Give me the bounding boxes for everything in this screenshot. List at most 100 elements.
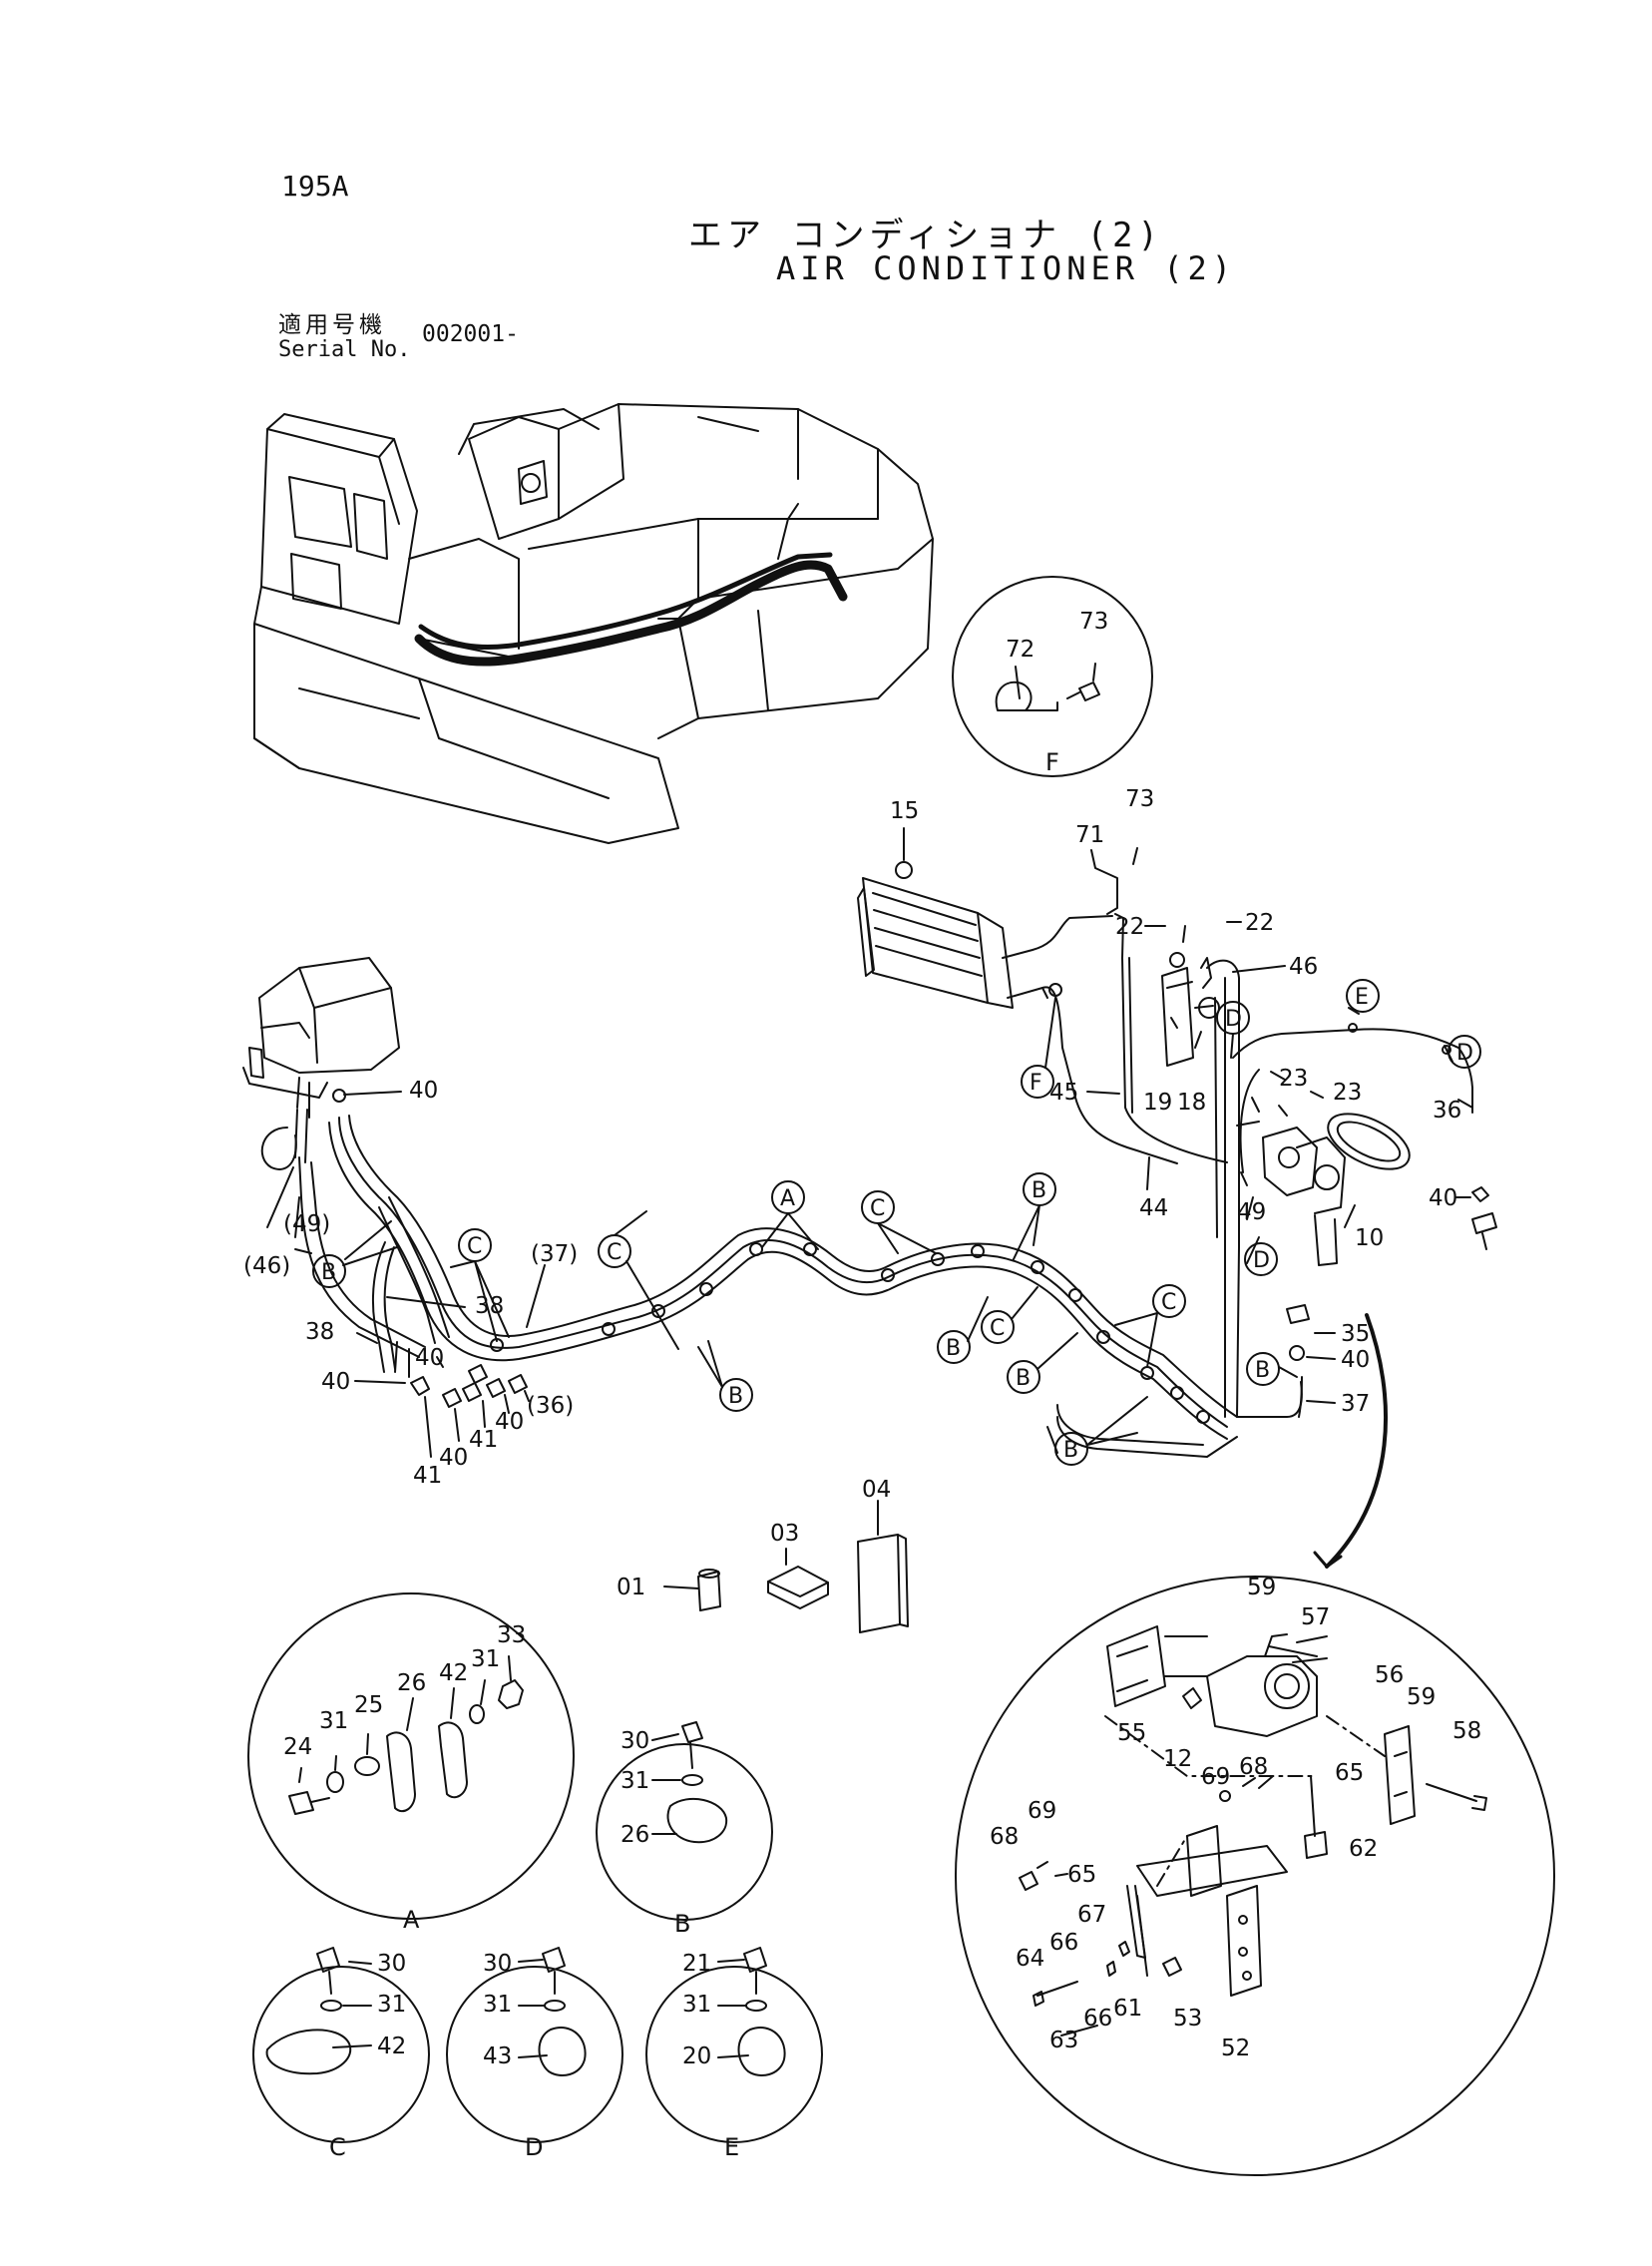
- bolt-22-left: [1182, 925, 1186, 943]
- detail-b-label-26: 26: [620, 1822, 649, 1848]
- callouts: F E D D D B A C B C C B C B B C B B: [294, 979, 1481, 1466]
- detail-f: 72 73 F: [952, 576, 1153, 777]
- callout-f-text: F: [1030, 1071, 1042, 1096]
- detail-a-label-26: 26: [397, 1670, 426, 1696]
- label-22-right: 22: [1245, 910, 1274, 936]
- callout-b-right: [1246, 1352, 1280, 1386]
- callout-b-center-text: B: [946, 1336, 961, 1361]
- callout-e-text: E: [1355, 985, 1369, 1010]
- comp-label-62: 62: [1349, 1836, 1378, 1862]
- comp-label-63: 63: [1049, 2028, 1078, 2053]
- leader-lines: [266, 827, 1473, 1589]
- label-40-c: 40: [439, 1445, 468, 1471]
- label-40-b: 40: [321, 1369, 350, 1395]
- comp-label-65-top: 65: [1335, 1760, 1364, 1786]
- comp-label-66-bottom: 66: [1083, 2006, 1112, 2032]
- detail-e-caption: E: [724, 2133, 739, 2161]
- callout-d-mid-text: D: [1225, 1007, 1242, 1032]
- label-40-top: 40: [409, 1078, 438, 1104]
- label-38-right: 38: [475, 1293, 504, 1319]
- label-03: 03: [770, 1521, 799, 1547]
- callout-c-left-text: C: [467, 1234, 482, 1259]
- label-37-paren: (37): [531, 1241, 578, 1267]
- label-23-right: 23: [1333, 1080, 1362, 1106]
- label-46: 46: [1289, 954, 1318, 980]
- bolt-15: [895, 861, 913, 879]
- callout-c-right: [1152, 1284, 1186, 1318]
- label-18: 18: [1177, 1090, 1206, 1116]
- detail-b-label-31: 31: [620, 1768, 649, 1794]
- label-36-paren: (36): [527, 1393, 574, 1419]
- serial-number-value: 002001-: [422, 321, 519, 347]
- detail-e: 21 31 20 E: [645, 1947, 823, 2161]
- detail-a-label-31b: 31: [471, 1646, 500, 1672]
- label-35: 35: [1341, 1321, 1370, 1347]
- detail-e-label-21: 21: [682, 1951, 711, 1977]
- detail-a-label-25: 25: [354, 1692, 383, 1718]
- detail-a-label-24: 24: [283, 1734, 312, 1760]
- detail-d-label-30: 30: [483, 1951, 512, 1977]
- detail-c-label-31: 31: [377, 1992, 406, 2018]
- label-22-left: 22: [1115, 914, 1144, 940]
- comp-label-59-right: 59: [1407, 1684, 1436, 1710]
- detail-c: 30 31 42 C: [252, 1947, 430, 2161]
- machine-overview-illustration: [253, 403, 934, 844]
- kit-parts: [697, 1534, 909, 1633]
- comp-label-61: 61: [1113, 1996, 1142, 2022]
- comp-label-69-left: 69: [1028, 1798, 1056, 1824]
- label-73: 73: [1125, 786, 1154, 812]
- callout-a-text: A: [780, 1186, 795, 1211]
- detail-f-caption: F: [1045, 748, 1059, 776]
- label-01: 01: [617, 1575, 645, 1600]
- condenser-assembly: [857, 842, 1497, 1418]
- label-10: 10: [1355, 1225, 1384, 1251]
- callout-b-left: [312, 1254, 346, 1288]
- callout-d-low-text: D: [1253, 1248, 1270, 1273]
- detail-d-label-31: 31: [483, 1992, 512, 2018]
- leader-f-73: [1092, 663, 1096, 681]
- comp-label-68-right: 68: [1239, 1754, 1268, 1780]
- callout-b-lower: [1007, 1360, 1040, 1394]
- detail-e-label-31: 31: [682, 1992, 711, 2018]
- label-40-mid: 40: [1341, 1347, 1370, 1373]
- comp-label-68-left: 68: [990, 1824, 1019, 1850]
- label-41-b: 41: [469, 1427, 498, 1453]
- page-title-japanese: エア コンディショナ (2): [688, 216, 1163, 255]
- callout-b-mid: [719, 1378, 753, 1412]
- detail-d-label-43: 43: [483, 2043, 512, 2069]
- detail-f-label-72: 72: [1006, 637, 1034, 663]
- callout-b-mid-text: B: [728, 1384, 743, 1409]
- label-40-d: 40: [495, 1409, 524, 1435]
- callout-b-center: [937, 1330, 971, 1364]
- part-labels: 15 71 73 22 22 46 45 19 18 23 23 36 40 4…: [243, 786, 1461, 1600]
- label-46-paren: (46): [243, 1253, 290, 1279]
- label-45: 45: [1049, 1080, 1078, 1106]
- comp-label-65-left: 65: [1067, 1862, 1096, 1888]
- callout-c-right-text: C: [1161, 1290, 1176, 1315]
- detail-d: 30 31 43 D: [446, 1947, 623, 2161]
- comp-label-66-top: 66: [1049, 1930, 1078, 1956]
- callout-c-mid-text: C: [607, 1240, 621, 1265]
- comp-label-58: 58: [1452, 1718, 1481, 1744]
- callout-b-lower-text: B: [1016, 1366, 1031, 1391]
- page-title: AIR CONDITIONER (2): [776, 249, 1237, 287]
- label-40-a: 40: [415, 1345, 444, 1371]
- detail-e-label-20: 20: [682, 2043, 711, 2069]
- detail-f-label-73: 73: [1079, 609, 1108, 635]
- serial-label: Serial No.: [278, 337, 411, 362]
- label-49-paren: (49): [283, 1211, 330, 1237]
- page-number: 195A: [281, 170, 349, 203]
- detail-c-label-42: 42: [377, 2034, 406, 2059]
- label-37: 37: [1341, 1391, 1370, 1417]
- callout-b-bottom-text: B: [1063, 1438, 1078, 1463]
- callout-e: [1346, 979, 1380, 1013]
- callout-c-center: [981, 1310, 1015, 1344]
- compressor-detail-labels: 59 57 55 12 56 59 58 65 69 68 68 69 62 6…: [990, 1575, 1481, 2061]
- label-41-a: 41: [413, 1463, 442, 1489]
- label-71: 71: [1075, 822, 1104, 848]
- detail-a: 24 31 25 26 42 31 33 A: [247, 1592, 575, 1934]
- callout-b-top-text: B: [1032, 1178, 1046, 1203]
- label-23-top: 23: [1279, 1066, 1308, 1092]
- detail-b: 30 31 26 B: [596, 1721, 773, 1938]
- detail-b-caption: B: [674, 1910, 690, 1938]
